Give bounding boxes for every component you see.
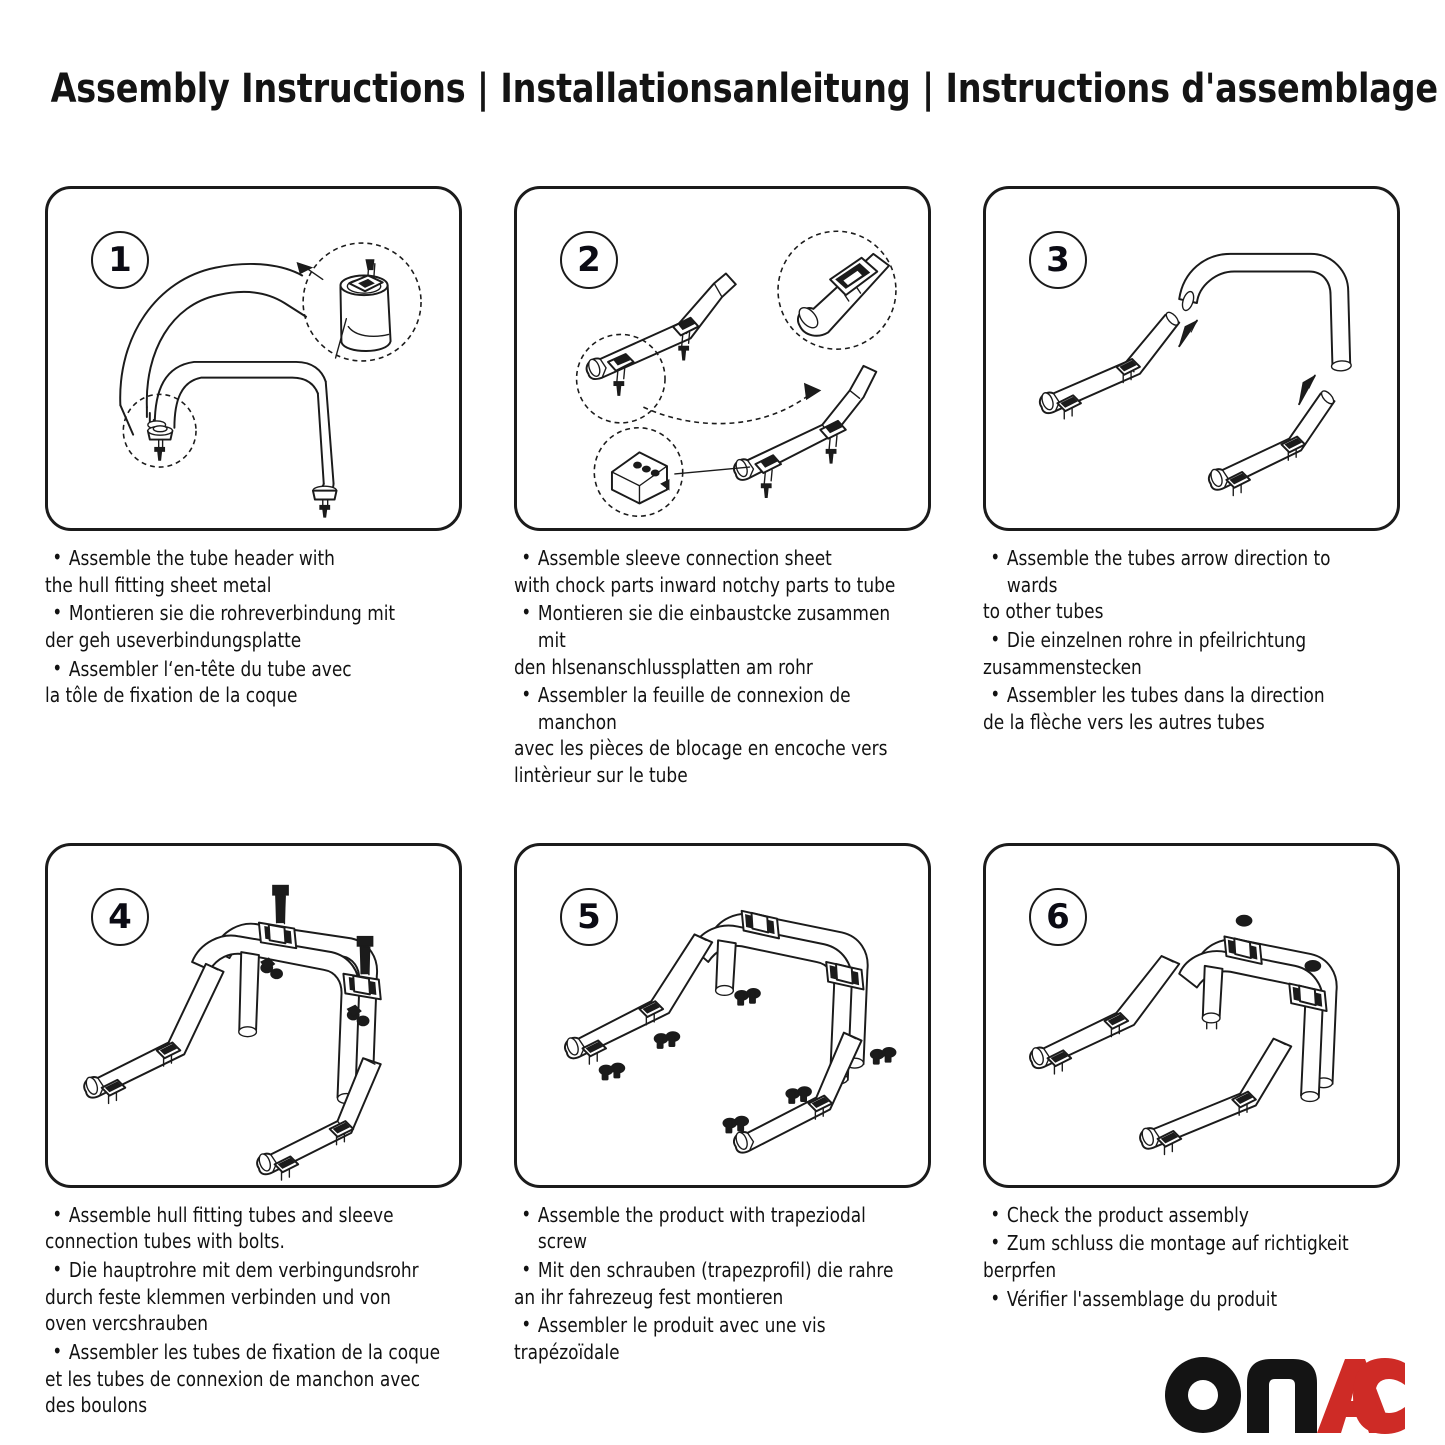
step-caption-5: Assemble the product with trapeziodal sc… — [514, 1201, 910, 1366]
step-panel-1: 1 — [45, 186, 462, 531]
bullet-text-en-cont: with chock parts inward notchy parts to … — [514, 572, 896, 597]
bullet-text-fr: Assembler le produit avec une vis — [514, 1311, 910, 1339]
bullet-text-de: Die einzelnen rohre in pfeilrichtung — [983, 626, 1379, 654]
bullet-text-en: Assemble the tube header with — [45, 544, 441, 572]
bullet-text-fr: Assembler la feuille de connexion de man… — [514, 681, 910, 735]
bullet-text-de-cont: durch feste klemmen verbinden und von — [45, 1284, 391, 1309]
bullet-item: Assemble hull fitting tubes and sleeve c… — [45, 1201, 441, 1255]
bullet-item: Vérifier l'assemblage du produit — [983, 1285, 1379, 1313]
bullet-text-de: Mit den schrauben (trapezprofil) die rah… — [514, 1256, 910, 1284]
illustration-step-1 — [119, 242, 422, 518]
bullet-item: Mit den schrauben (trapezprofil) die rah… — [514, 1256, 910, 1310]
step-panel-2: 2 — [514, 186, 931, 531]
page-title: Assembly Instructions | Installationsanl… — [50, 66, 1439, 112]
step-panel-4: 4 — [45, 842, 462, 1188]
step-number-badge: 2 — [560, 231, 618, 289]
bullet-item: Zum schluss die montage auf richtigkeit … — [983, 1229, 1379, 1283]
bullet-text-fr-cont2: des boulons — [45, 1393, 148, 1418]
bullet-item: Montieren sie die einbaustcke zusammen m… — [514, 599, 910, 680]
bullet-text-fr-cont: trapézoïdale — [514, 1339, 620, 1364]
bullet-text-fr-cont: et les tubes de connexion de manchon ave… — [45, 1366, 421, 1391]
bullet-text-fr: Assembler les tubes dans la direction — [983, 681, 1379, 709]
step-cell-2: 2 Assemble sleeve connection sheet with … — [514, 186, 931, 791]
illustration-step-2 — [575, 230, 897, 517]
step-cell-5: 5 Assemble the product with trapeziodal … — [514, 842, 931, 1421]
bullet-text-de: Montieren sie die rohreverbindung mit — [45, 599, 441, 627]
bullet-item: Assemble the tube header with the hull f… — [45, 544, 441, 598]
bullet-item: Assembler les tubes dans la direction de… — [983, 681, 1379, 735]
illustration-step-3 — [1038, 252, 1352, 497]
bullet-text-de-cont: zusammenstecken — [983, 654, 1142, 679]
bullet-text-de-cont: an ihr fahrezeug fest montieren — [514, 1284, 784, 1309]
bullet-text-fr: Vérifier l'assemblage du produit — [983, 1285, 1379, 1313]
bullet-item: Assemble sleeve connection sheet with ch… — [514, 544, 910, 598]
illustration-step-4 — [83, 884, 382, 1181]
bullet-text-de: Zum schluss die montage auf richtigkeit — [983, 1229, 1379, 1257]
bullet-item: Montieren sie die rohreverbindung mit de… — [45, 599, 441, 653]
bullet-text-en-cont: the hull fitting sheet metal — [45, 572, 272, 597]
step-cell-3: 3 Assemble the tubes arrow direction to … — [983, 186, 1400, 791]
bullet-text-de-cont: der geh useverbindungsplatte — [45, 627, 302, 652]
step-caption-2: Assemble sleeve connection sheet with ch… — [514, 544, 910, 789]
illustration-step-5 — [564, 909, 897, 1154]
bullet-text-de: Die hauptrohre mit dem verbingundsrohr — [45, 1256, 441, 1284]
step-panel-5: 5 — [514, 842, 931, 1188]
bullet-item: Check the product assembly — [983, 1201, 1379, 1229]
bullet-item: Assembler l‘en-tête du tube avec la tôle… — [45, 655, 441, 709]
bullet-text-fr-cont2: lintèrieur sur le tube — [514, 763, 688, 788]
bullet-item: Assemble the product with trapeziodal sc… — [514, 1201, 910, 1255]
logo-letter-c — [1353, 1358, 1405, 1434]
step-number-badge: 6 — [1029, 887, 1087, 946]
bullet-text-fr-cont: de la flèche vers les autres tubes — [983, 709, 1265, 734]
step-number-badge: 1 — [91, 231, 149, 289]
bullet-text-de-cont: den hlsenanschlussplatten am rohr — [514, 654, 813, 679]
bullet-item: Assemble the tubes arrow direction to wa… — [983, 544, 1379, 625]
bullet-text-fr: Assembler les tubes de fixation de la co… — [45, 1338, 441, 1366]
step-caption-1: Assemble the tube header with the hull f… — [45, 544, 441, 709]
bullet-text-fr-cont: la tôle de fixation de la coque — [45, 683, 298, 708]
bullet-text-fr: Assembler l‘en-tête du tube avec — [45, 655, 441, 683]
logo-letter-m — [1247, 1359, 1317, 1433]
bullet-item: Die hauptrohre mit dem verbingundsrohr d… — [45, 1256, 441, 1337]
step-caption-4: Assemble hull fitting tubes and sleeve c… — [45, 1201, 441, 1419]
bullet-text-de-cont: berprfen — [983, 1258, 1057, 1283]
bullet-text-en-cont: to other tubes — [983, 599, 1104, 624]
bullet-item: Assembler la feuille de connexion de man… — [514, 681, 910, 789]
bullet-text-fr-cont: avec les pièces de blocage en encoche ve… — [514, 736, 888, 761]
omac-logo-mark — [1165, 1357, 1405, 1434]
bullet-text-en: Assemble hull fitting tubes and sleeve — [45, 1201, 441, 1229]
step-panel-3: 3 — [983, 186, 1400, 531]
bullet-text-en: Assemble the product with trapeziodal sc… — [514, 1201, 910, 1255]
step-number-badge: 5 — [560, 887, 618, 946]
bullet-item: Assembler les tubes de fixation de la co… — [45, 1338, 441, 1419]
illustration-step-6 — [1029, 914, 1338, 1155]
bullet-text-de-cont2: oven vercshrauben — [45, 1311, 209, 1336]
step-number-badge: 3 — [1029, 231, 1087, 289]
bullet-text-en: Check the product assembly — [983, 1201, 1379, 1229]
logo-letter-o — [1165, 1357, 1241, 1433]
step-cell-4: 4 Assemble hull fitting tubes and sleeve… — [45, 842, 462, 1421]
omac-logo — [1165, 1353, 1405, 1437]
bullet-item: Assembler le produit avec une vis trapéz… — [514, 1311, 910, 1365]
steps-grid: 1 Assemble the tube header with the hull… — [45, 186, 1400, 1421]
bullet-text-de: Montieren sie die einbaustcke zusammen m… — [514, 599, 910, 653]
step-cell-6: 6 Check the product assembly Zum schluss… — [983, 842, 1400, 1421]
step-panel-6: 6 — [983, 842, 1400, 1188]
step-caption-3: Assemble the tubes arrow direction to wa… — [983, 544, 1379, 735]
bullet-text-en-cont: connection tubes with bolts. — [45, 1229, 285, 1254]
bullet-text-en: Assemble the tubes arrow direction to wa… — [983, 544, 1379, 598]
step-caption-6: Check the product assembly Zum schluss d… — [983, 1201, 1379, 1313]
bullet-item: Die einzelnen rohre in pfeilrichtung zus… — [983, 626, 1379, 680]
step-cell-1: 1 Assemble the tube header with the hull… — [45, 186, 462, 791]
bullet-text-en: Assemble sleeve connection sheet — [514, 544, 910, 572]
step-number-badge: 4 — [91, 887, 149, 946]
